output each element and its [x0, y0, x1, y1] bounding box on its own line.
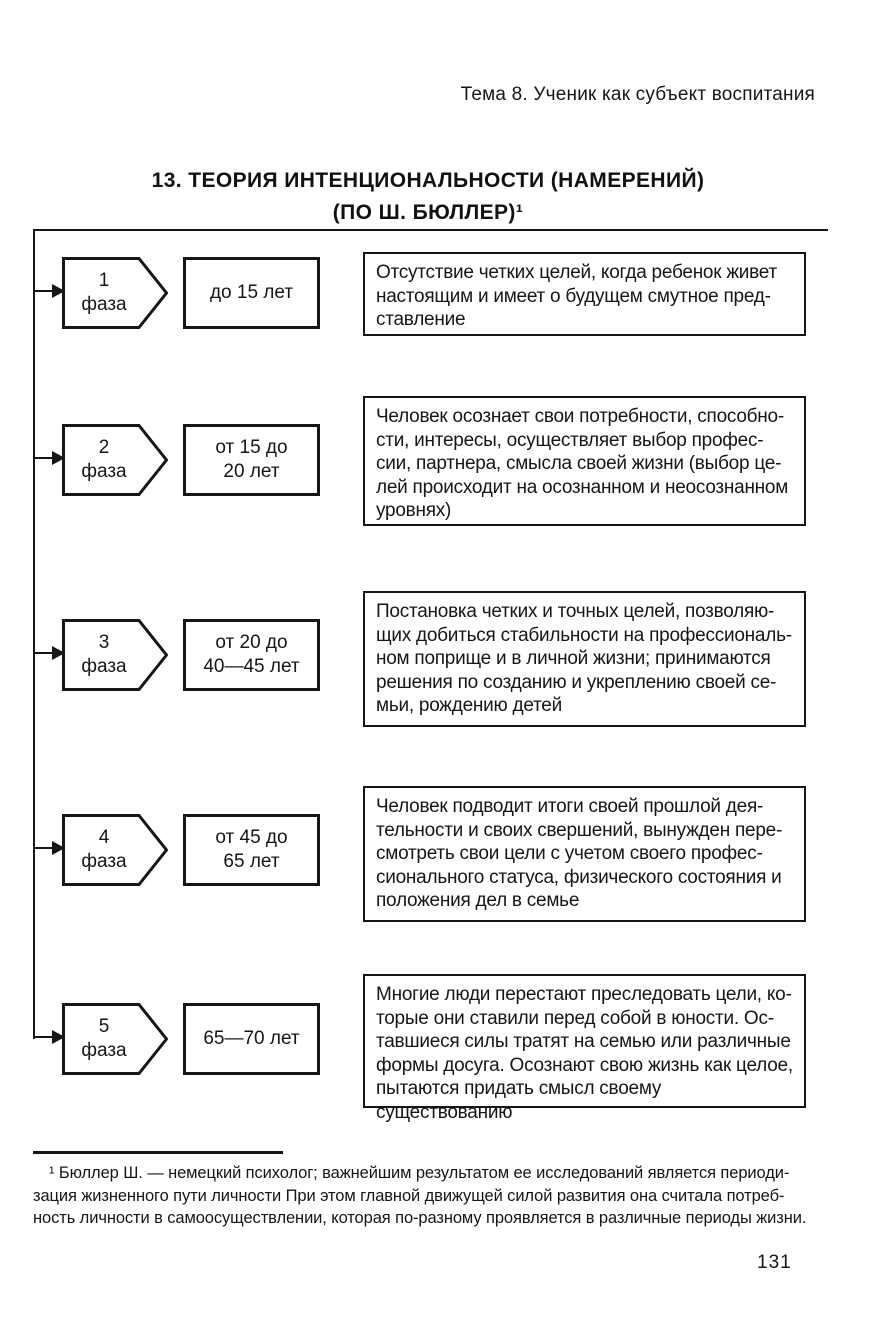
page-number: 131 — [757, 1252, 792, 1273]
phase-label: 2 фаза — [62, 424, 146, 496]
age-box-3: от 20 до 40—45 лет — [183, 619, 320, 691]
phase-shape-2: 2 фаза — [62, 424, 168, 496]
running-head: Тема 8. Ученик как субъект воспитания — [460, 84, 815, 105]
description-box-5: Многие люди перестают преследовать цели,… — [363, 974, 806, 1123]
phase-number: 5 — [98, 1016, 110, 1037]
connector-branch — [34, 290, 58, 292]
pentagon-arrow-icon — [62, 619, 168, 691]
phase-word: фаза — [81, 656, 127, 677]
phase-number: 2 — [98, 437, 110, 458]
page-title-line1: 13. ТЕОРИЯ ИНТЕНЦИОНАЛЬНОСТИ (НАМЕРЕНИЙ) — [151, 169, 705, 192]
pentagon-arrow-icon — [62, 1003, 168, 1075]
connector-spine — [33, 229, 35, 1039]
connector-branch — [34, 1036, 58, 1038]
pentagon-arrow-icon — [62, 424, 168, 496]
description-box-1: Отсутствие четких целей, когда ребенок ж… — [363, 252, 806, 336]
phase-label: 5 фаза — [62, 1003, 146, 1075]
phase-word: фаза — [81, 461, 127, 482]
description-box-3: Постановка четких и точных целей, позвол… — [363, 591, 806, 727]
age-box-5: 65—70 лет — [183, 1003, 320, 1075]
phase-word: фаза — [81, 294, 127, 315]
arrow-right-icon — [52, 284, 65, 298]
phase-label: 3 фаза — [62, 619, 146, 691]
phase-word: фаза — [81, 851, 127, 872]
description-box-4: Человек подводит итоги своей прошлой дея… — [363, 786, 806, 922]
pentagon-arrow-icon — [62, 257, 168, 329]
age-box-2: от 15 до 20 лет — [183, 424, 320, 496]
phase-label: 4 фаза — [62, 814, 146, 886]
connector-branch — [34, 847, 58, 849]
page-title: 13. ТЕОРИЯ ИНТЕНЦИОНАЛЬНОСТИ (НАМЕРЕНИЙ)… — [33, 165, 823, 229]
connector-branch — [34, 652, 58, 654]
age-box-4: от 45 до 65 лет — [183, 814, 320, 886]
arrow-right-icon — [52, 841, 65, 855]
arrow-right-icon — [52, 646, 65, 660]
phase-number: 3 — [98, 632, 110, 653]
arrow-right-icon — [52, 1030, 65, 1044]
arrow-right-icon — [52, 451, 65, 465]
footnote-text: ¹ Бюллер Ш. — немецкий психолог; важнейш… — [33, 1164, 807, 1227]
connector-top-line — [33, 229, 828, 231]
phase-number: 4 — [98, 827, 110, 848]
page-title-line2: (ПО Ш. БЮЛЛЕР)¹ — [332, 201, 524, 224]
phase-shape-4: 4 фаза — [62, 814, 168, 886]
age-box-1: до 15 лет — [183, 257, 320, 329]
phase-shape-1: 1 фаза — [62, 257, 168, 329]
connector-branch — [34, 457, 58, 459]
description-box-2: Человек осознает свои потребности, спосо… — [363, 396, 806, 526]
pentagon-arrow-icon — [62, 814, 168, 886]
phase-shape-3: 3 фаза — [62, 619, 168, 691]
phase-word: фаза — [81, 1040, 127, 1061]
footnote-rule — [33, 1151, 283, 1154]
phase-shape-5: 5 фаза — [62, 1003, 168, 1075]
phase-label: 1 фаза — [62, 257, 146, 329]
phase-number: 1 — [98, 270, 110, 291]
